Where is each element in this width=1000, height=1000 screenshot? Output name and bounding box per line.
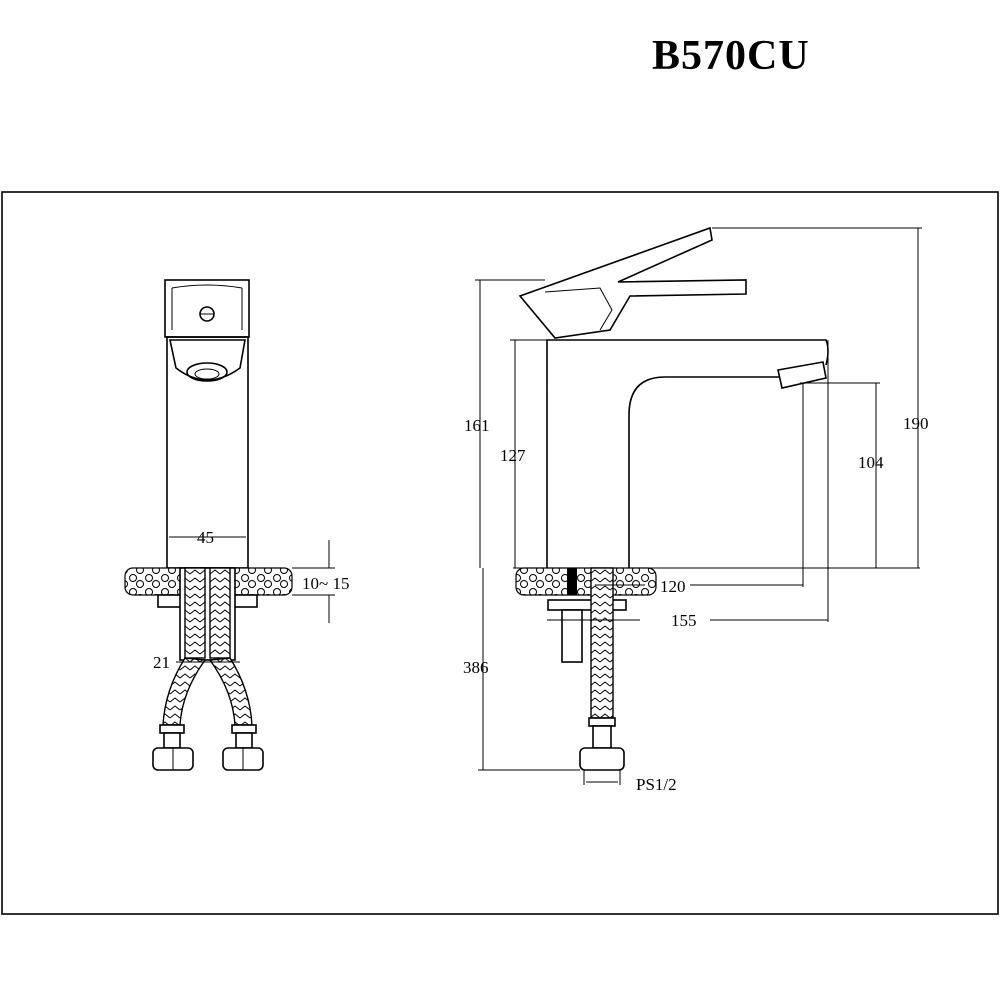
drawing-frame	[1, 191, 999, 915]
drawing-title: B570CU	[652, 33, 810, 79]
lever-handle	[518, 226, 747, 339]
nut-right	[222, 747, 264, 771]
dim-386: 386	[463, 658, 489, 677]
hose-right	[209, 567, 231, 659]
front-view: 45 10~ 15 21	[124, 279, 349, 771]
dim-190: 190	[903, 414, 929, 433]
dim-127: 127	[500, 446, 526, 465]
dim-connection: PS1/2	[636, 775, 677, 794]
side-nut	[579, 747, 625, 771]
side-hose	[590, 567, 614, 719]
dim-104: 104	[858, 453, 884, 472]
dim-155: 155	[671, 611, 697, 630]
spout-tip	[777, 361, 827, 389]
nut-left	[152, 747, 194, 771]
handle-cap	[164, 279, 250, 338]
dim-hose-spacing: 21	[153, 653, 170, 672]
side-view: 161 127 104 190 386 120 155 PS1/2	[463, 226, 929, 794]
dim-deck-thickness: 10~ 15	[302, 574, 349, 593]
side-countertop	[515, 567, 657, 596]
dim-161: 161	[464, 416, 490, 435]
aerator	[169, 339, 246, 381]
dim-120: 120	[660, 577, 686, 596]
dim-width: 45	[197, 528, 214, 547]
hose-left	[184, 567, 206, 659]
